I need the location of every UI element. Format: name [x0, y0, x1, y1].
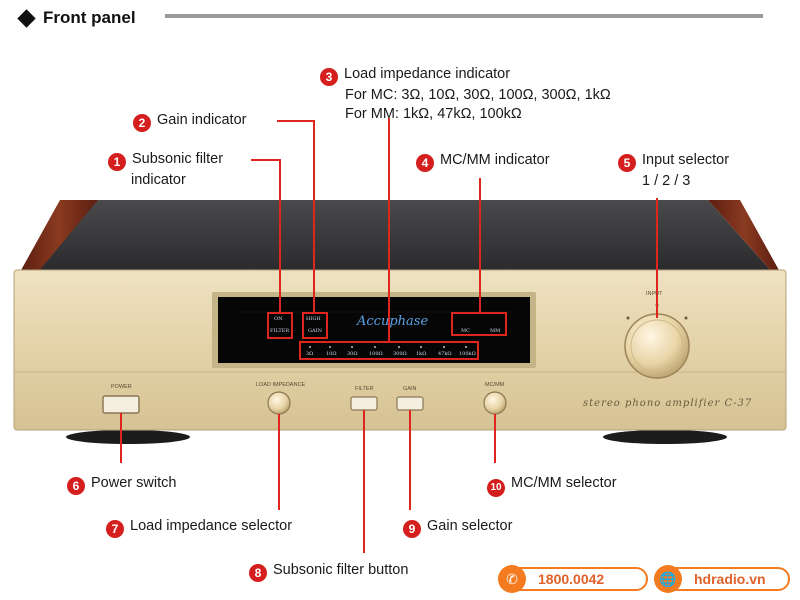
callout-text: MC/MM selector [511, 475, 617, 491]
right-foot [603, 430, 727, 444]
callout-text: Power switch [91, 475, 177, 491]
right-wood-panel [708, 200, 780, 272]
mc-text: MC [461, 328, 470, 334]
callout-text: For MC: 3Ω, 10Ω, 30Ω, 100Ω, 300Ω, 1kΩ [345, 87, 611, 103]
callout-number: 1 [108, 153, 126, 171]
left-foot [66, 430, 190, 444]
filter-on-text: ON [274, 316, 283, 322]
callout-number: 9 [403, 520, 421, 538]
impedance-value: 47kΩ [438, 351, 452, 357]
callout-text: Gain indicator [157, 112, 247, 128]
leader-2 [277, 120, 315, 313]
callout-number: 6 [67, 477, 85, 495]
impedance-value: 1kΩ [416, 351, 427, 357]
callout-text: Input selector [642, 152, 730, 168]
callout-text: indicator [131, 172, 186, 188]
section-header: Front panel [17, 6, 136, 30]
input-label: INPUT [646, 291, 663, 297]
header-rule [165, 14, 763, 18]
brand-logo: Accuphase [357, 314, 429, 329]
load-impedance-label: LOAD IMPEDANCE [256, 382, 306, 388]
globe-icon: 🌐 [654, 565, 682, 593]
gain-text: GAIN [308, 328, 322, 334]
callout-text: For MM: 1kΩ, 47kΩ, 100kΩ [345, 106, 522, 122]
phone-icon: ✆ [498, 565, 526, 593]
website-url: hdradio.vn [694, 571, 766, 587]
callout-text: Subsonic filter [132, 151, 224, 167]
callout-3: 3 Load impedance indicator For MC: 3Ω, 10… [320, 65, 611, 124]
impedance-value: 100kΩ [459, 351, 476, 357]
input-selector-knob [624, 313, 690, 379]
callout-10: 10 MC/MM selector [487, 474, 617, 497]
gain-high-text: HIGH [306, 316, 321, 322]
filter-label: FILTER [355, 386, 374, 392]
impedance-value: 10Ω [326, 351, 337, 357]
leader-1 [251, 159, 281, 313]
gain-button [396, 396, 424, 411]
phone-badge[interactable]: ✆ 1800.0042 [498, 565, 648, 593]
callout-text: Subsonic filter button [273, 562, 409, 578]
callout-text: Gain selector [427, 518, 513, 534]
filter-button [350, 396, 378, 411]
impedance-value: 3Ω [306, 351, 314, 357]
top-cover [20, 200, 772, 272]
impedance-dots [309, 346, 467, 348]
load-impedance-knob [267, 391, 291, 415]
impedance-value: 100Ω [369, 351, 383, 357]
callout-number: 2 [133, 114, 151, 132]
callout-text: 1 / 2 / 3 [642, 173, 691, 189]
callout-number: 10 [487, 479, 505, 497]
callout-number: 8 [249, 564, 267, 582]
power-switch [102, 395, 140, 414]
impedance-value: 30Ω [347, 351, 358, 357]
gain-label: GAIN [403, 386, 417, 392]
callout-text: Load impedance selector [130, 518, 293, 534]
power-label: POWER [111, 384, 132, 390]
callout-9: 9 Gain selector [403, 517, 512, 538]
callout-text: MC/MM indicator [440, 152, 550, 168]
callout-number: 7 [106, 520, 124, 538]
filter-text: FILTER [270, 328, 290, 334]
callout-number: 3 [320, 68, 338, 86]
model-name: stereo phono amplifier C-37 [583, 398, 753, 409]
callout-1: 1 Subsonic filter indicator [108, 150, 223, 190]
callout-4: 4 MC/MM indicator [416, 151, 550, 172]
website-badge[interactable]: 🌐 hdradio.vn [654, 565, 790, 593]
callout-6: 6 Power switch [67, 474, 176, 495]
phone-number: 1800.0042 [538, 571, 605, 587]
callout-2: 2 Gain indicator [133, 111, 246, 132]
callout-7: 7 Load impedance selector [106, 517, 292, 538]
impedance-value: 300Ω [393, 351, 407, 357]
mcmm-label: MC/MM [485, 382, 505, 388]
callout-number: 5 [618, 154, 636, 172]
left-wood-panel [20, 200, 98, 272]
callout-5: 5 Input selector 1 / 2 / 3 [618, 151, 729, 191]
mcmm-knob [483, 391, 507, 415]
callout-number: 4 [416, 154, 434, 172]
callout-8: 8 Subsonic filter button [249, 561, 408, 582]
mm-text: MM [490, 328, 501, 334]
section-title: Front panel [43, 8, 136, 27]
callout-text: Load impedance indicator [344, 66, 511, 82]
